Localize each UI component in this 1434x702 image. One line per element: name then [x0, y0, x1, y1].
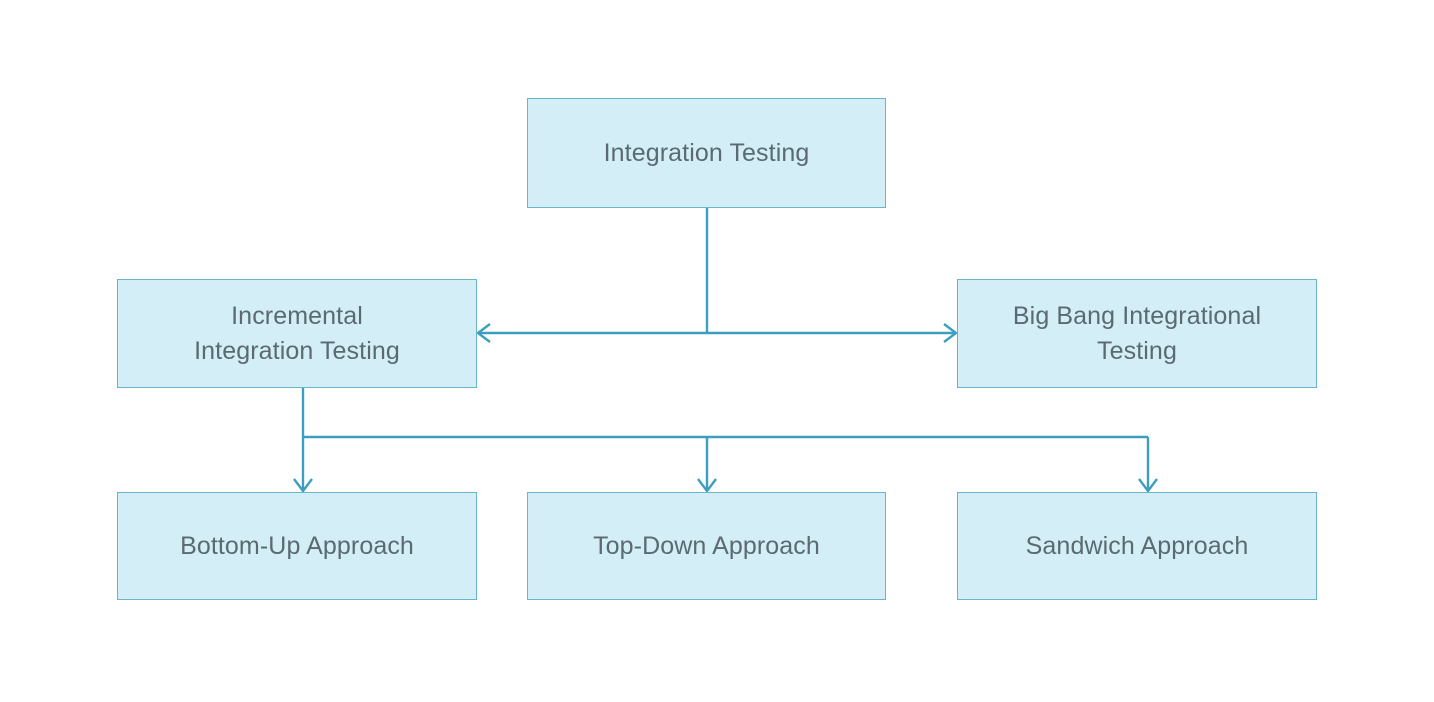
node-integration-testing[interactable]: Integration Testing	[527, 98, 886, 208]
node-big-bang-integrational-testing-label: Big Bang Integrational Testing	[1012, 302, 1262, 365]
node-incremental-integration-testing[interactable]: Incremental Integration Testing	[117, 279, 477, 388]
arrowhead-right	[943, 323, 958, 343]
arrowhead-top-down	[697, 478, 717, 493]
node-top-down-approach[interactable]: Top-Down Approach	[527, 492, 886, 600]
node-sandwich-approach-label: Sandwich Approach	[1025, 531, 1249, 560]
node-sandwich-approach[interactable]: Sandwich Approach	[957, 492, 1317, 600]
node-top-down-approach-label: Top-Down Approach	[593, 531, 820, 560]
arrowhead-left	[476, 323, 491, 343]
node-bottom-up-approach[interactable]: Bottom-Up Approach	[117, 492, 477, 600]
node-integration-testing-label: Integration Testing	[603, 138, 810, 167]
node-incremental-integration-testing-label: Incremental Integration Testing	[194, 302, 400, 365]
node-bottom-up-approach-label: Bottom-Up Approach	[180, 531, 414, 560]
arrowhead-sandwich	[1138, 478, 1158, 493]
node-big-bang-integrational-testing[interactable]: Big Bang Integrational Testing	[957, 279, 1317, 388]
arrowhead-bottom-up	[293, 478, 313, 493]
